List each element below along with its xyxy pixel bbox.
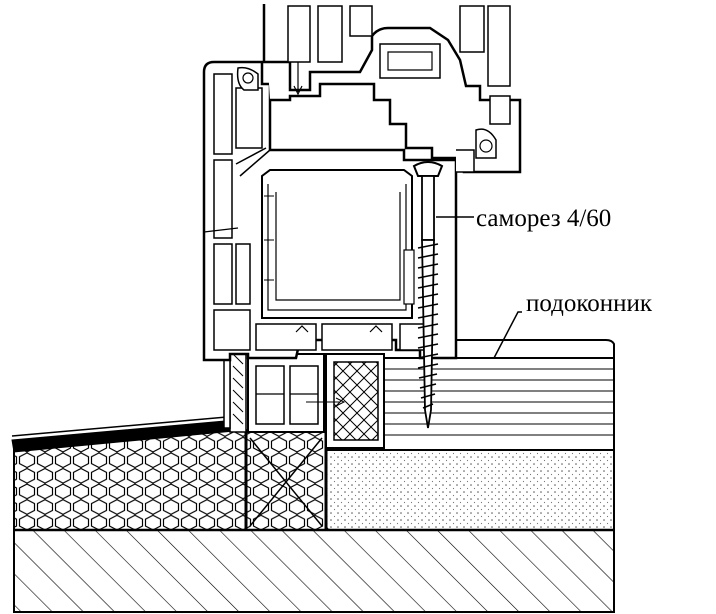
sill-label: подоконник — [526, 290, 653, 317]
window-sill-board — [383, 339, 615, 451]
wall-base-section — [13, 528, 615, 613]
leader-lines — [436, 216, 522, 359]
window-sash-profile — [262, 4, 522, 174]
sill-support-profile — [247, 353, 346, 433]
interior-plaster-layer — [325, 449, 615, 531]
mounting-foam-block — [244, 431, 328, 531]
window-frame-profile — [202, 60, 458, 362]
exterior-insulation — [11, 415, 247, 531]
sill-leader-line — [493, 311, 522, 359]
screw-label: саморез 4/60 — [476, 205, 611, 232]
self-tapping-screw — [412, 161, 444, 429]
sill-support-block — [325, 353, 385, 449]
